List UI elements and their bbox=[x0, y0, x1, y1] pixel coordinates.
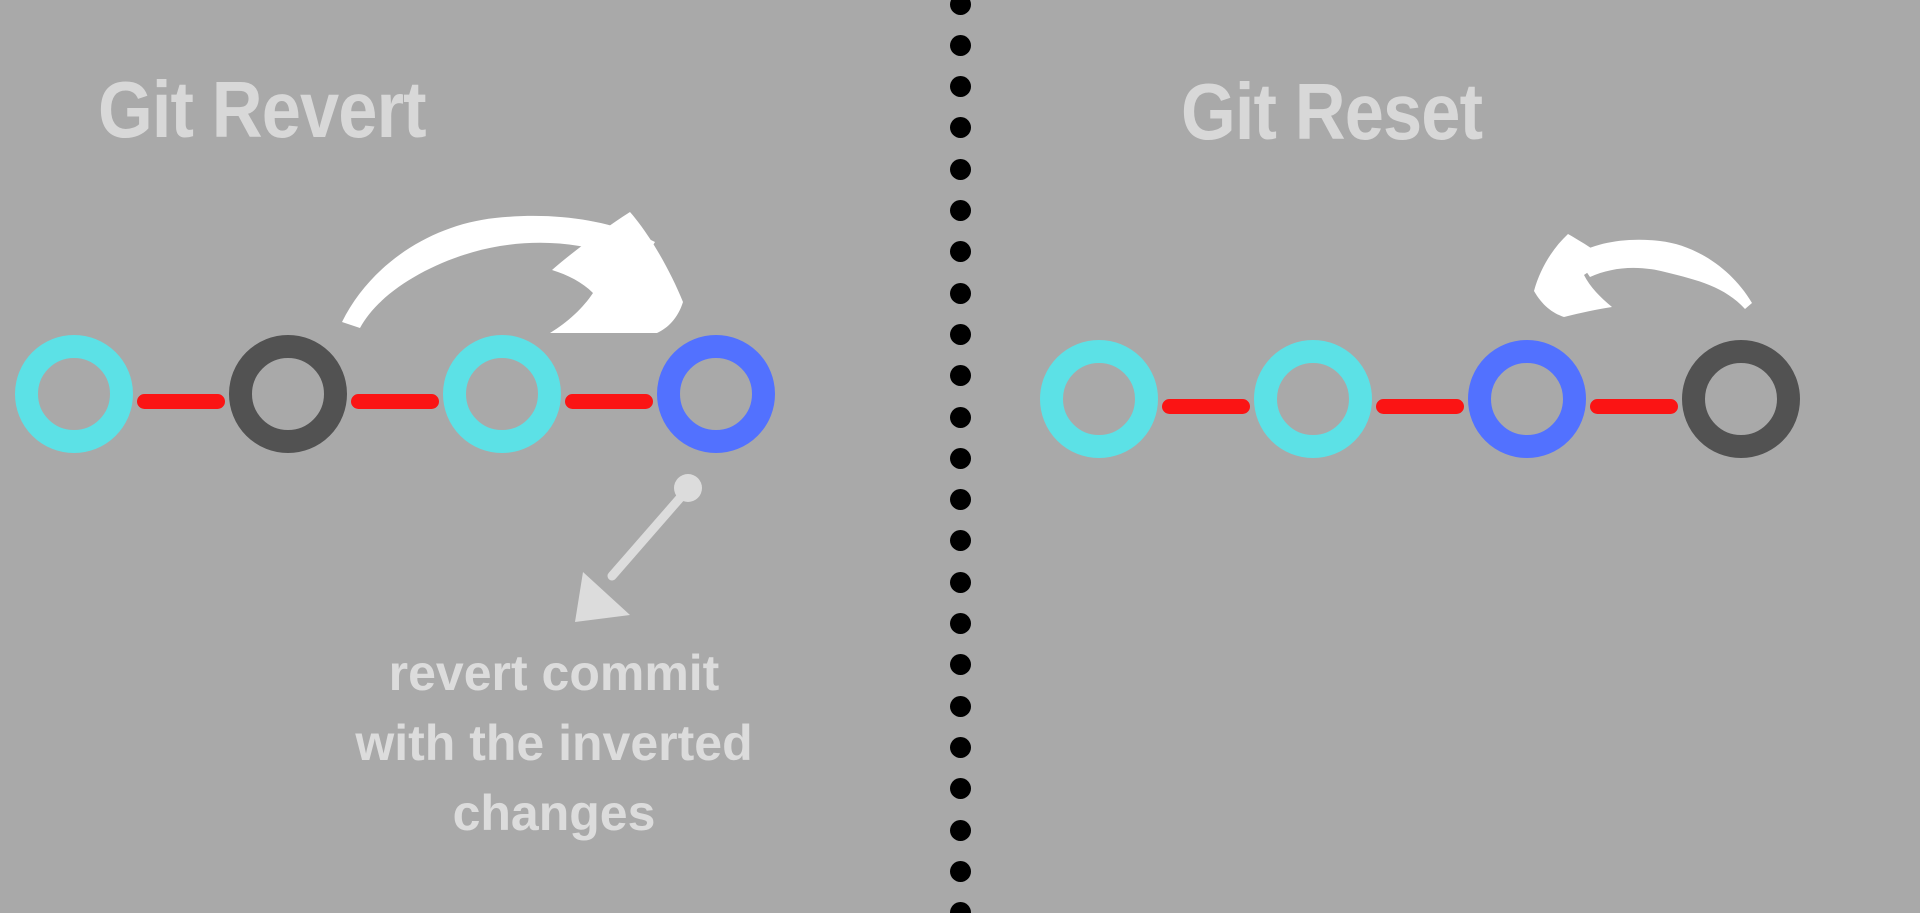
skip-forward-arrow-icon bbox=[342, 212, 683, 333]
reset-back-arrow-icon bbox=[1534, 234, 1752, 317]
commit-link bbox=[565, 393, 653, 409]
divider-dot bbox=[949, 819, 971, 841]
divider-dot bbox=[949, 902, 971, 913]
reset-arrow-head bbox=[1534, 234, 1612, 317]
divider-dot bbox=[949, 117, 971, 139]
divider-dot bbox=[949, 613, 971, 634]
commit-node-cyan bbox=[15, 335, 133, 453]
divider-dot bbox=[949, 282, 971, 304]
commit-link bbox=[351, 393, 439, 409]
git-reset-title: Git Reset bbox=[1181, 67, 1483, 156]
callout-arrow-icon bbox=[575, 474, 702, 622]
divider-dot bbox=[949, 695, 971, 717]
divider-dot bbox=[949, 0, 971, 15]
callout-arrow-head bbox=[575, 572, 630, 622]
callout-arrow-shaft bbox=[607, 493, 685, 581]
divider-dot bbox=[949, 323, 971, 345]
divider-dot bbox=[949, 34, 971, 56]
commit-node-blue bbox=[657, 335, 775, 453]
callout-line-2: with the inverted bbox=[355, 715, 753, 771]
divider-dot bbox=[949, 571, 971, 593]
callout-line-3: changes bbox=[452, 785, 656, 841]
commit-node-cyan bbox=[443, 335, 561, 453]
divider-dot bbox=[949, 860, 971, 882]
skip-arrow-swoosh bbox=[342, 215, 655, 328]
divider-dot bbox=[949, 241, 971, 263]
reset-arrow-swoosh bbox=[1575, 239, 1752, 309]
revert-callout-note: revert commit with the inverted changes bbox=[314, 638, 794, 848]
callout-line-1: revert commit bbox=[388, 645, 720, 701]
commit-link bbox=[1162, 398, 1250, 414]
divider-dot bbox=[949, 778, 971, 800]
commit-node-dark bbox=[229, 335, 347, 453]
divider-dot bbox=[949, 158, 971, 180]
commit-link bbox=[137, 393, 225, 409]
commit-node-dark bbox=[1682, 340, 1800, 458]
divider-dot bbox=[949, 200, 971, 221]
commit-node-cyan bbox=[1040, 340, 1158, 458]
revert-commit-chain bbox=[15, 335, 775, 453]
commit-node-cyan bbox=[1254, 340, 1372, 458]
divider-dot bbox=[949, 736, 971, 758]
commit-link bbox=[1376, 398, 1464, 414]
commit-node-blue bbox=[1468, 340, 1586, 458]
divider-dot bbox=[949, 530, 971, 552]
divider-dot bbox=[949, 489, 971, 511]
git-revert-title: Git Revert bbox=[98, 65, 427, 154]
divider-dot bbox=[949, 365, 971, 387]
divider-dot bbox=[949, 447, 971, 469]
commit-link bbox=[1590, 398, 1678, 414]
divider-dot bbox=[949, 654, 971, 676]
reset-commit-chain bbox=[1040, 340, 1800, 458]
divider-dot bbox=[949, 406, 971, 428]
divider-dot bbox=[949, 76, 971, 98]
skip-arrow-head bbox=[550, 212, 683, 333]
